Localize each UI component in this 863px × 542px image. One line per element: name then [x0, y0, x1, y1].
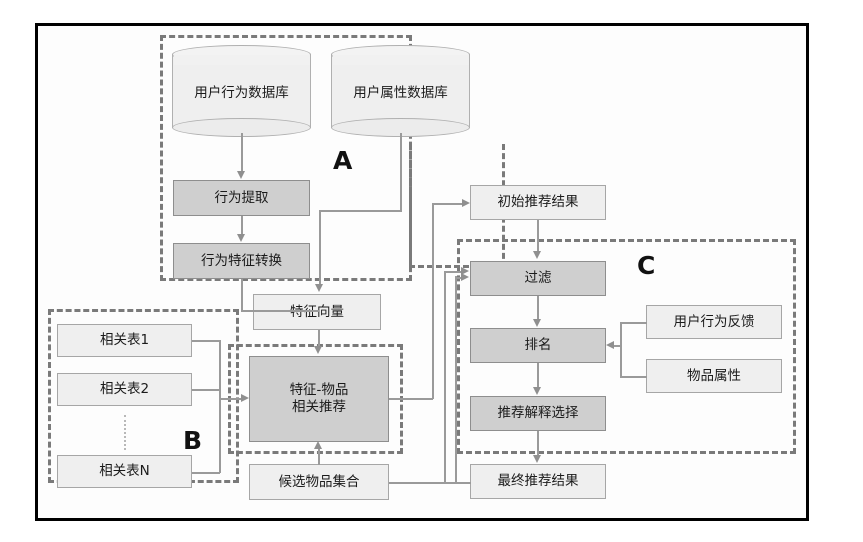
node-label: 过滤	[524, 270, 552, 287]
connector-extraction-to-transform	[241, 216, 243, 236]
arrowhead-right	[462, 199, 470, 207]
arrowhead-down	[237, 171, 245, 179]
node-initial-recommendation[interactable]: 初始推荐结果	[470, 185, 606, 220]
node-explanation-selection[interactable]: 推荐解释选择	[470, 396, 606, 431]
arrowhead-down	[533, 455, 541, 463]
node-filter[interactable]: 过滤	[470, 261, 606, 296]
node-label: 推荐解释选择	[497, 405, 579, 422]
connector-core-to-initial	[432, 203, 464, 205]
node-label: 初始推荐结果	[497, 194, 579, 211]
connector-behaviordb-to-extraction	[241, 133, 243, 173]
arrowhead-down	[533, 251, 541, 259]
group-c-boundary	[457, 239, 796, 454]
connector-attrdb-down	[400, 133, 402, 212]
node-label: 相关表N	[99, 463, 150, 480]
connector-filter-to-ranking	[537, 296, 539, 320]
connector-bus-to-ranking	[614, 345, 622, 347]
connector-initial-to-filter	[537, 220, 539, 252]
connector-tablen-right	[192, 472, 220, 474]
group-c-letter: C	[637, 251, 656, 280]
connector-tables-bus	[219, 340, 221, 473]
node-final-recommendation[interactable]: 最终推荐结果	[470, 464, 606, 499]
connector-table1-right	[192, 340, 220, 342]
node-related-table-n[interactable]: 相关表N	[57, 455, 192, 488]
connector-ranking-to-explanation	[537, 363, 539, 388]
node-feature-item-recommend[interactable]: 特征-物品 相关推荐	[249, 356, 389, 442]
node-label-line2: 相关推荐	[292, 399, 346, 415]
connector-final-feedback-up	[444, 271, 446, 483]
arrowhead-down	[314, 346, 322, 354]
user-behavior-database-label: 用户行为数据库	[194, 85, 289, 101]
connector-table2-right	[192, 389, 220, 391]
node-label: 相关表2	[99, 381, 150, 398]
arrowhead-down	[315, 284, 323, 292]
connector-candidate-right	[389, 482, 457, 484]
node-label: 特征向量	[290, 304, 344, 321]
connector-candidate-up	[455, 276, 457, 483]
arrowhead-left	[606, 341, 614, 349]
connector-final-feedback-left	[444, 482, 471, 484]
connector-candidate-to-core	[318, 448, 320, 465]
connector-feedback-to-filter	[444, 271, 464, 273]
arrowhead-down	[237, 234, 245, 242]
connector-transform-right	[241, 310, 319, 312]
node-related-table-1[interactable]: 相关表1	[57, 324, 192, 357]
connector-right-bus	[620, 322, 622, 377]
cylinder-cap-cover	[173, 55, 310, 65]
arrowhead-right	[241, 394, 249, 402]
arrowhead-down	[533, 319, 541, 327]
user-attribute-database-label: 用户属性数据库	[353, 85, 448, 101]
arrowhead-down	[533, 387, 541, 395]
connector-itemattr-box-left	[620, 376, 647, 378]
group-b-letter: B	[183, 426, 203, 455]
node-label: 物品属性	[687, 367, 741, 384]
node-label: 行为特征转换	[201, 252, 282, 269]
node-label: 候选物品集合	[278, 473, 360, 490]
node-label: 行为提取	[214, 189, 269, 206]
cylinder-cap-cover	[332, 55, 469, 65]
cylinder-body	[331, 54, 470, 128]
node-behavior-feature-transform[interactable]: 行为特征转换	[173, 243, 310, 279]
node-label: 排名	[524, 337, 552, 354]
ellipsis-vertical-dots	[124, 415, 128, 450]
connector-transform-down	[241, 279, 243, 311]
user-behavior-database[interactable]: 用户行为数据库	[172, 45, 311, 137]
group-a-letter: A	[333, 146, 353, 175]
node-candidate-item-set[interactable]: 候选物品集合	[249, 464, 389, 500]
connector-core-up	[432, 204, 434, 399]
connector-core-right	[389, 398, 433, 400]
node-label: 最终推荐结果	[497, 473, 579, 490]
node-related-table-2[interactable]: 相关表2	[57, 373, 192, 406]
node-label: 用户行为反馈	[673, 313, 755, 330]
arrowhead-right	[461, 273, 469, 281]
cylinder-body	[172, 54, 311, 128]
connector-featurevector-to-core	[318, 330, 320, 348]
connector-candidate-to-filter	[455, 277, 463, 279]
node-item-attribute[interactable]: 物品属性	[646, 359, 782, 393]
connector-attrdb-left	[319, 210, 402, 212]
node-label: 相关表1	[99, 332, 150, 349]
node-feature-vector[interactable]: 特征向量	[253, 294, 381, 330]
connector-explanation-to-final	[537, 431, 539, 456]
node-user-behavior-feedback[interactable]: 用户行为反馈	[646, 305, 782, 339]
connector-attrdb-to-featurevector	[319, 210, 321, 285]
connector-feedback-box-left	[620, 322, 647, 324]
node-label-line1: 特征-物品	[289, 382, 349, 399]
arrowhead-up	[314, 441, 322, 449]
node-behavior-extraction[interactable]: 行为提取	[173, 180, 310, 216]
node-ranking[interactable]: 排名	[470, 328, 606, 363]
connector-bus-to-core	[219, 398, 243, 400]
arrowhead-right	[461, 267, 469, 275]
user-attribute-database[interactable]: 用户属性数据库	[331, 45, 470, 137]
